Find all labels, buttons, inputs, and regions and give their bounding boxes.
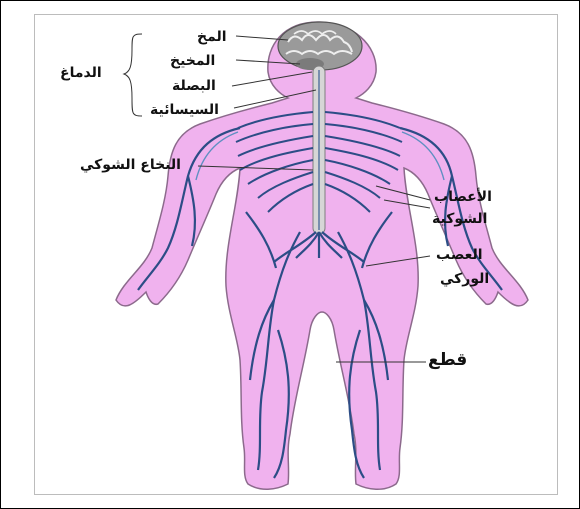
label-spinal-nerves-1: الأعصاب [434, 190, 492, 204]
label-spinal-nerves-2: الشوكية [432, 212, 487, 226]
label-spinal-cord: النخاع الشوكي [80, 158, 181, 172]
label-sciatic-2: الوركي [440, 272, 489, 286]
label-cerebellum: المخيخ [170, 54, 215, 68]
brain [278, 22, 362, 70]
label-cut: قطع [428, 352, 467, 369]
label-medulla: البصلة [172, 79, 216, 93]
spinal-cord [313, 66, 325, 234]
label-cerebrum: المخ [197, 30, 227, 44]
label-brain-group: الدماغ [60, 66, 102, 80]
label-spinal-bulb: السيسائية [150, 103, 219, 117]
label-sciatic-1: العصب [436, 248, 483, 262]
